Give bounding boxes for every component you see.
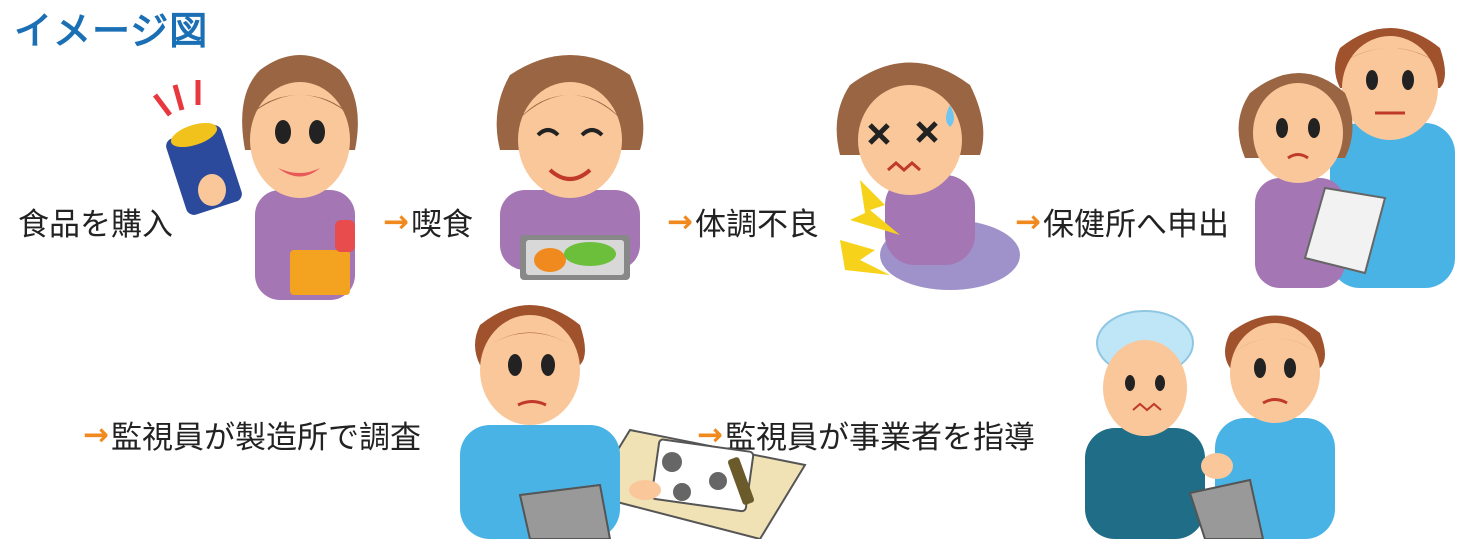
sick-woman-illustration [830, 45, 1030, 295]
arrow-icon: → [1015, 203, 1041, 240]
inspector-guidance-illustration [1085, 298, 1345, 539]
step-buy: 食品を購入 [18, 199, 173, 244]
step-eat-label: 喫食 [410, 207, 473, 243]
step-guidance: → 監視員が事業者を指導 [697, 412, 1035, 457]
step-report-label: 保健所へ申出 [1042, 207, 1229, 243]
arrow-icon: → [667, 203, 693, 240]
woman-buying-illustration [150, 40, 370, 300]
step-guidance-label: 監視員が事業者を指導 [724, 420, 1035, 456]
step-buy-label: 食品を購入 [18, 207, 173, 243]
arrow-icon: → [83, 416, 109, 453]
woman-eating-illustration [480, 40, 660, 290]
step-eat: → 喫食 [383, 199, 473, 244]
step-report: → 保健所へ申出 [1015, 199, 1229, 244]
step-investigate: → 監視員が製造所で調査 [83, 412, 421, 457]
inspector-investigation-illustration [460, 295, 810, 539]
step-sick: → 体調不良 [667, 199, 819, 244]
step-investigate-label: 監視員が製造所で調査 [110, 420, 421, 456]
arrow-icon: → [383, 203, 409, 240]
step-sick-label: 体調不良 [694, 207, 819, 243]
page-title: イメージ図 [14, 9, 209, 53]
health-center-illustration [1230, 8, 1460, 288]
